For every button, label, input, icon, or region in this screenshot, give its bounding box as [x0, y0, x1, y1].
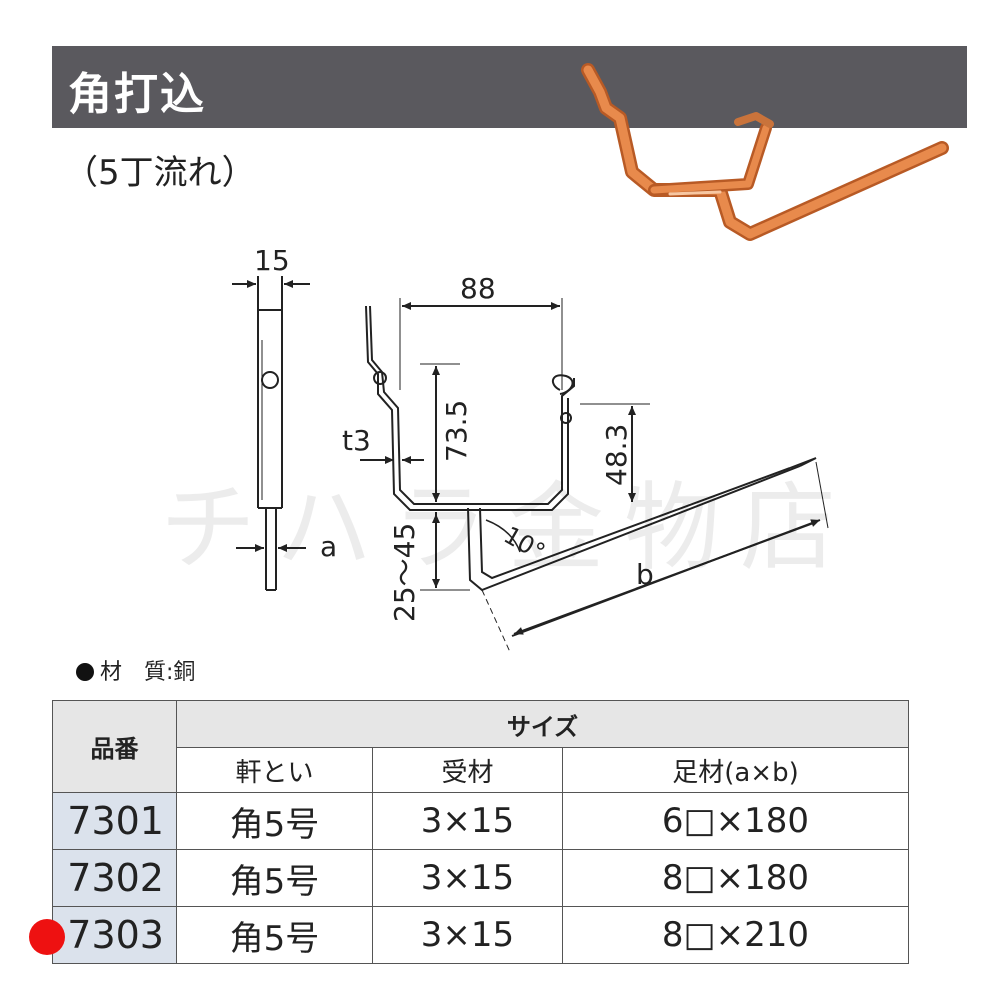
- dim-483-label: 48.3: [600, 424, 633, 486]
- cell-receiver: 3×15: [372, 792, 563, 850]
- watermark: チハラ金物店: [160, 472, 856, 584]
- cell-gutter: 角5号: [176, 849, 373, 907]
- header-size: サイズ: [176, 700, 909, 748]
- cell-part-no: 7302: [52, 849, 177, 907]
- dim-t3-label: t3: [342, 424, 371, 457]
- cell-part-no: 7301: [52, 792, 177, 850]
- page-title: 角打込: [68, 69, 206, 120]
- page-subtitle: （5丁流れ）: [64, 153, 256, 193]
- cell-leg: 8□×180: [562, 849, 909, 907]
- title-bar: [52, 46, 967, 128]
- cell-leg: 8□×210: [562, 906, 909, 964]
- header-part-no: 品番: [52, 700, 177, 793]
- front-view: [360, 298, 829, 653]
- dim-88-label: 88: [460, 272, 496, 305]
- bullet-icon: [76, 663, 94, 681]
- material-note: 材 質:銅: [76, 654, 195, 686]
- dim-2545-label: 25～45: [388, 523, 421, 622]
- dim-width-label: 15: [254, 244, 290, 277]
- cell-leg: 6□×180: [562, 792, 909, 850]
- header-gutter: 軒とい: [176, 747, 373, 793]
- header-receiver: 受材: [372, 747, 563, 793]
- material-label: 材 質:銅: [100, 660, 196, 685]
- table-row: 7303 角5号 3×15 8□×210: [52, 906, 909, 964]
- spec-table: 品番 サイズ 軒とい 受材 足材(a×b) 7301 角5号 3×15 6□×1…: [52, 700, 909, 964]
- cell-gutter: 角5号: [176, 792, 373, 850]
- selection-marker: [29, 919, 65, 955]
- dim-a-label: a: [320, 530, 337, 563]
- cell-receiver: 3×15: [372, 906, 563, 964]
- product-photo: [581, 63, 949, 241]
- header-leg: 足材(a×b): [562, 747, 909, 793]
- dim-735-label: 73.5: [440, 400, 473, 462]
- side-view: [232, 276, 310, 591]
- dim-b-label: b: [636, 558, 654, 591]
- cell-gutter: 角5号: [176, 906, 373, 964]
- cell-part-no: 7303: [52, 906, 177, 964]
- table-row: 7302 角5号 3×15 8□×180: [52, 849, 909, 907]
- technical-drawing: 15 a 88 t3 73.5 48.3 25～45 10° b: [232, 244, 829, 653]
- cell-receiver: 3×15: [372, 849, 563, 907]
- table-row: 7301 角5号 3×15 6□×180: [52, 792, 909, 850]
